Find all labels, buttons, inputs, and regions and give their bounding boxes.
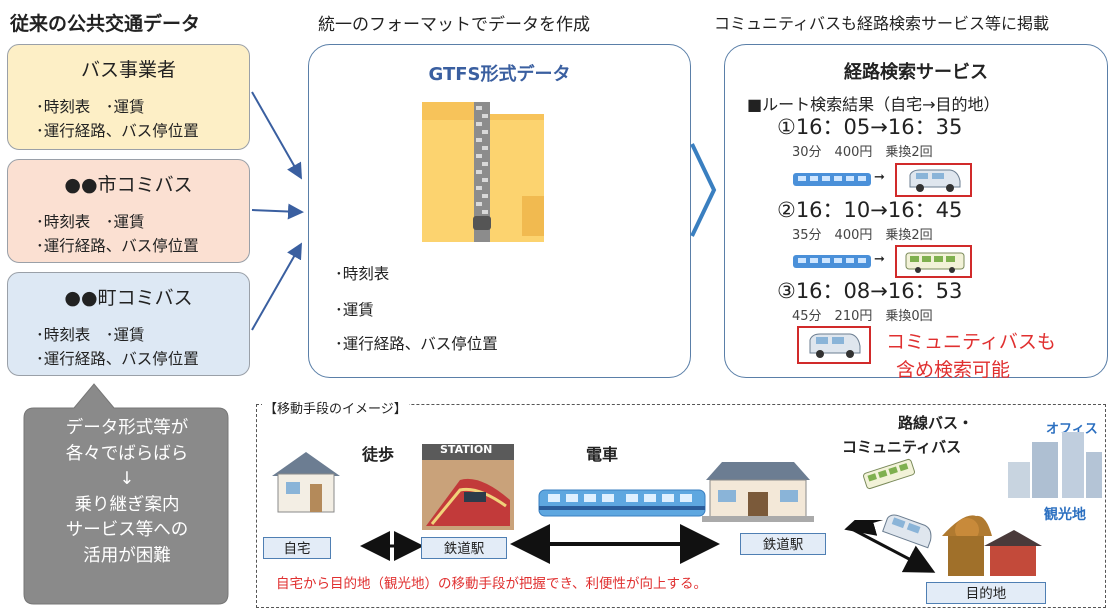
source-card-bus-operator: バス事業者 ･時刻表 ･運賃 ･運行経路、バス停位置 (7, 44, 250, 150)
callout-line: サービス等への (65, 520, 189, 540)
callout-line: 各々でばらばら (65, 443, 189, 464)
bus-label: コミュニティバス (842, 438, 962, 456)
train-label: 電車 (586, 445, 619, 464)
walk-label: 徒歩 (362, 445, 395, 464)
header-center: 統一のフォーマットでデータを作成 (318, 15, 590, 35)
home-label: 自宅 (263, 537, 331, 559)
destination-label: 目的地 (926, 582, 1046, 604)
source-card-line: ･時刻表 ･運賃 (36, 326, 145, 344)
source-to-gtfs-arrows (251, 91, 304, 331)
gtfs-item: ･時刻表 (335, 265, 390, 283)
source-card-town-bus: ●●町コミバス ･時刻表 ･運賃 ･運行経路、バス停位置 (7, 272, 250, 376)
temple-icon (942, 515, 1042, 576)
route-time: ②16：10→16：45 (777, 198, 963, 222)
route-connectors (360, 520, 940, 573)
chevron-right-icon (690, 143, 717, 237)
gtfs-item: ･運賃 (335, 301, 374, 319)
callout-line: ↓ (119, 469, 135, 489)
community-note: コミュニティバスも (886, 331, 1056, 353)
source-card-line: ･運行経路、バス停位置 (36, 350, 199, 368)
van-icon (809, 333, 861, 358)
train-icon (538, 489, 706, 517)
bus-icon (863, 458, 915, 490)
header-left: 従来の公共交通データ (10, 13, 201, 35)
station-label: 鉄道駅 (740, 533, 826, 555)
bus-label: 路線バス・ (898, 414, 974, 432)
station-label: 鉄道駅 (421, 537, 507, 559)
community-note: 含め検索可能 (896, 359, 1011, 381)
search-subtitle: ■ルート検索結果（自宅→目的地） (747, 95, 1000, 114)
route-time: ③16：08→16：53 (777, 279, 963, 303)
van-icon (909, 169, 961, 192)
frame-label: 【移動手段のイメージ】 (262, 398, 409, 417)
summary-text: 自宅から目的地（観光地）の移動手段が把握でき、利便性が向上する。 (276, 576, 708, 592)
callout-text: データ形式等が 各々でばらばら ↓ 乗り継ぎ案内 サービス等への 活用が困難 (24, 416, 230, 569)
gtfs-title: GTFS形式データ (428, 64, 571, 85)
train-icon (793, 255, 871, 268)
header-right: コミュニティバスも経路検索サービス等に掲載 (714, 14, 1050, 33)
route-detail: 35分 400円 乗換2回 (792, 228, 933, 243)
bus-icon (905, 252, 965, 273)
callout-line: 乗り継ぎ案内 (74, 494, 180, 515)
route-time: ①16：05→16：35 (777, 115, 963, 139)
station-icon (422, 444, 514, 530)
search-title: 経路検索サービス (844, 62, 988, 83)
station-building-icon (702, 462, 814, 522)
source-card-title: ●●町コミバス (64, 287, 193, 309)
sightseeing-label: 観光地 (1044, 507, 1086, 523)
source-card-line: ･時刻表 ･運賃 (36, 213, 145, 231)
house-icon (272, 452, 340, 513)
source-card-line: ･時刻表 ･運賃 (36, 98, 145, 116)
source-card-city-bus: ●●市コミバス ･時刻表 ･運賃 ･運行経路、バス停位置 (7, 159, 250, 263)
search-panel (724, 44, 1108, 378)
callout-line: 活用が困難 (83, 545, 171, 566)
route-detail: 45分 210円 乗換0回 (792, 309, 933, 324)
transport-image-frame (256, 404, 1106, 608)
source-card-line: ･運行経路、バス停位置 (36, 237, 199, 255)
gtfs-item: ･運行経路、バス停位置 (335, 335, 498, 353)
route-detail: 30分 400円 乗換2回 (792, 145, 933, 160)
source-card-title: ●●市コミバス (64, 174, 193, 196)
office-label: オフィス (1046, 422, 1098, 437)
zip-folder-icon (422, 102, 544, 242)
office-buildings-icon (1008, 432, 1102, 498)
callout-bubble (23, 383, 229, 605)
callout-line: データ形式等が (65, 418, 189, 438)
source-card-title: バス事業者 (80, 59, 176, 81)
train-icon (793, 173, 871, 186)
station-sign: STATION (440, 443, 493, 456)
arrow-right-icon: ➞ (874, 170, 885, 185)
source-card-line: ･運行経路、バス停位置 (36, 122, 199, 140)
arrow-right-icon: ➞ (874, 252, 885, 267)
